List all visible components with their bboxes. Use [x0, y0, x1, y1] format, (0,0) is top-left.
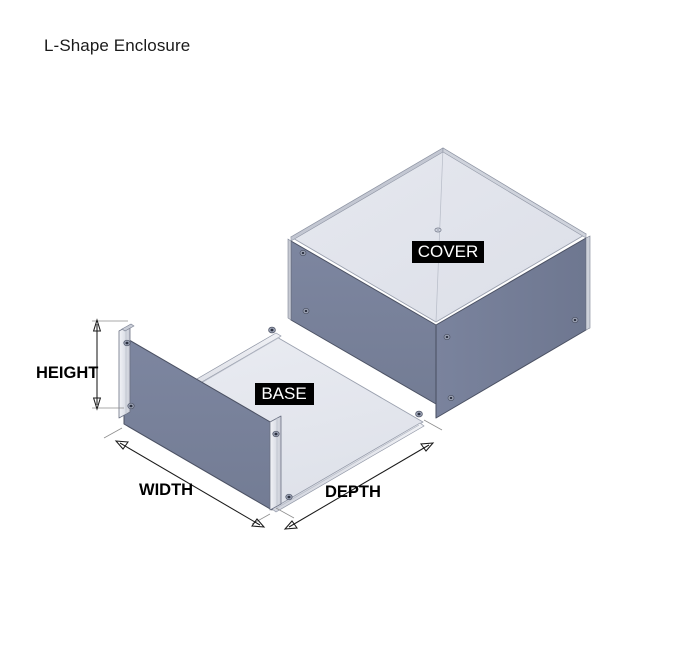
- part-base: BASE: [118, 323, 425, 513]
- width-ext-line-left: [103, 427, 123, 439]
- depth-ext-line-left: [275, 507, 295, 519]
- cover-top-crease: [435, 147, 444, 323]
- width-arrow-right: [251, 518, 266, 528]
- cover-label: COVER: [418, 242, 478, 261]
- width-dim-line: [119, 442, 261, 526]
- page-title: L-Shape Enclosure: [44, 36, 191, 55]
- dimension-depth: DEPTH: [275, 419, 443, 530]
- depth-arrow-left: [283, 520, 298, 530]
- cover-top-screw-hole: [434, 227, 442, 233]
- dimension-width: WIDTH: [103, 427, 271, 528]
- base-right-flange-screw-hole-top: [272, 430, 280, 438]
- base-left-flange-tab: [121, 323, 135, 332]
- base-right-rail-inner-line: [276, 424, 420, 509]
- cover-left-panel-screw-hole-top: [299, 250, 307, 256]
- cover-label-background: [412, 241, 484, 263]
- base-label-background: [255, 383, 314, 405]
- base-left-flange-screw-hole-bottom: [127, 402, 135, 410]
- cover-left-panel-edge-strip: [287, 238, 292, 321]
- base-deck-screw-hole-right: [415, 410, 423, 418]
- cover-right-panel-screw-hole-bottom: [447, 395, 455, 401]
- height-arrow-top: [92, 318, 102, 332]
- cover-right-panel-screw-hole-rear: [571, 317, 579, 323]
- cover-right-panel-edge-strip: [585, 235, 591, 331]
- width-arrow-left: [114, 440, 129, 450]
- height-arrow-bottom: [92, 397, 102, 411]
- depth-dim-label: DEPTH: [325, 483, 381, 501]
- base-left-flange-screw-hole-top: [123, 339, 131, 347]
- height-dim-label: HEIGHT: [36, 364, 98, 382]
- cover-left-panel-screw-hole-bottom: [302, 308, 310, 314]
- base-right-flange: [269, 415, 282, 511]
- part-cover: COVER: [287, 147, 591, 419]
- base-deck-screw-hole-rear: [268, 326, 276, 334]
- depth-ext-line-right: [423, 419, 443, 431]
- depth-dim-line: [288, 444, 430, 528]
- depth-arrow-right: [420, 442, 435, 452]
- base-right-rail: [271, 422, 425, 513]
- dimension-height: HEIGHT: [36, 318, 128, 411]
- base-label: BASE: [261, 384, 306, 403]
- cover-right-panel-screw-hole-front: [443, 334, 451, 340]
- width-dim-label: WIDTH: [139, 481, 193, 499]
- base-right-flange-screw-hole-bottom: [285, 493, 293, 501]
